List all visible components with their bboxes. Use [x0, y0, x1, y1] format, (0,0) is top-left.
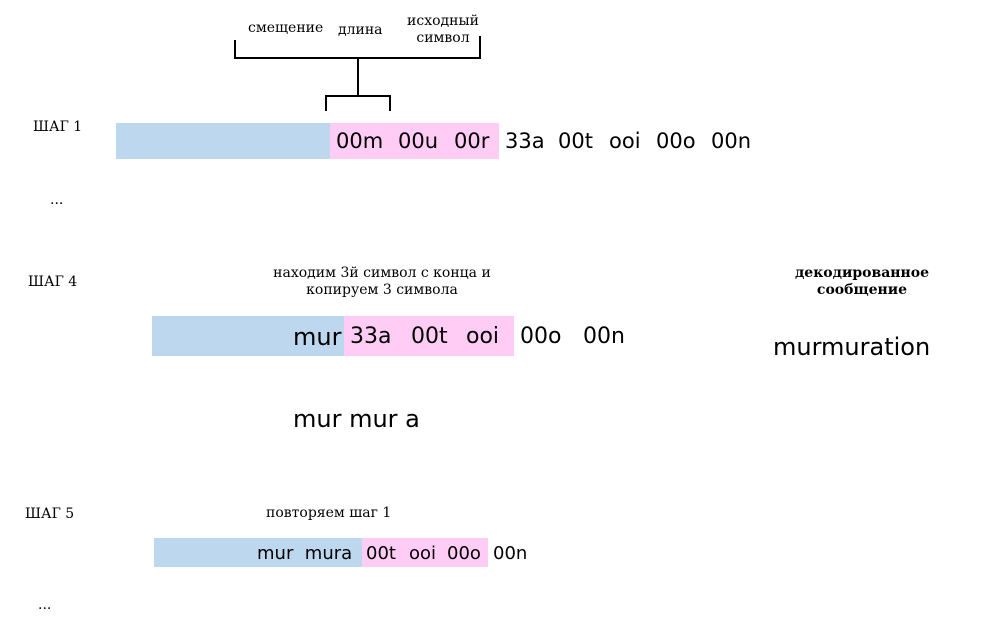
step4-decoded-text: mur [293, 323, 342, 351]
step4-token: 00o [520, 324, 562, 349]
legend-bracket-top-left-tick [234, 40, 236, 59]
legend-bracket-top-right-tick [479, 36, 481, 59]
step4-search-buffer [152, 316, 344, 356]
step4-token: ooi [466, 324, 500, 349]
step5-token: 00n [493, 543, 528, 564]
step5-ellipsis: ... [38, 597, 52, 613]
step1-ellipsis: ... [50, 192, 64, 208]
step1-token: 33a [505, 129, 545, 153]
step1-token: 00r [454, 129, 490, 153]
step1-token: 00u [398, 129, 439, 153]
step1-search-buffer [116, 123, 330, 159]
step4-result-line: mur mur a [293, 405, 420, 433]
step4-token: 00n [583, 324, 625, 349]
legend-bracket-bottom-left-tick [325, 95, 327, 111]
step4-label: ШАГ 4 [28, 274, 78, 290]
decoded-message-text: murmuration [773, 333, 931, 361]
legend-bracket-bottom-right-tick [389, 95, 391, 111]
step1-lookahead-buffer [330, 123, 499, 159]
offset-label: смещение [248, 20, 324, 36]
step1-token: ooi [609, 129, 641, 153]
step5-lookahead-buffer [362, 538, 488, 567]
legend-bracket-bottom-bar [325, 95, 391, 97]
step5-token: ooi [409, 543, 437, 564]
step5-decoded-text: mur mura [257, 543, 353, 564]
legend-bracket-stem [357, 59, 359, 96]
source-symbol-label: исходный символ [407, 13, 479, 46]
step5-token: 00t [366, 543, 396, 564]
step1-label: ШАГ 1 [33, 119, 83, 135]
step5-token: 00o [447, 543, 481, 564]
step1-token: 00m [336, 129, 384, 153]
step5-label: ШАГ 5 [25, 506, 75, 522]
step1-token: 00n [711, 129, 752, 153]
step4-token: 00t [411, 324, 448, 349]
step1-token: 00o [656, 129, 696, 153]
step4-token: 33a [350, 324, 392, 349]
length-label: длина [338, 22, 383, 38]
step1-token: 00t [558, 129, 593, 153]
step4-note: находим 3й символ с конца и копируем 3 с… [273, 265, 491, 298]
decoded-message-title: декодированное сообщение [794, 265, 930, 298]
step5-search-buffer [154, 538, 362, 567]
legend-bracket-top-bar [234, 57, 481, 59]
step5-note: повторяем шаг 1 [266, 505, 392, 521]
step4-lookahead-buffer [344, 316, 514, 356]
